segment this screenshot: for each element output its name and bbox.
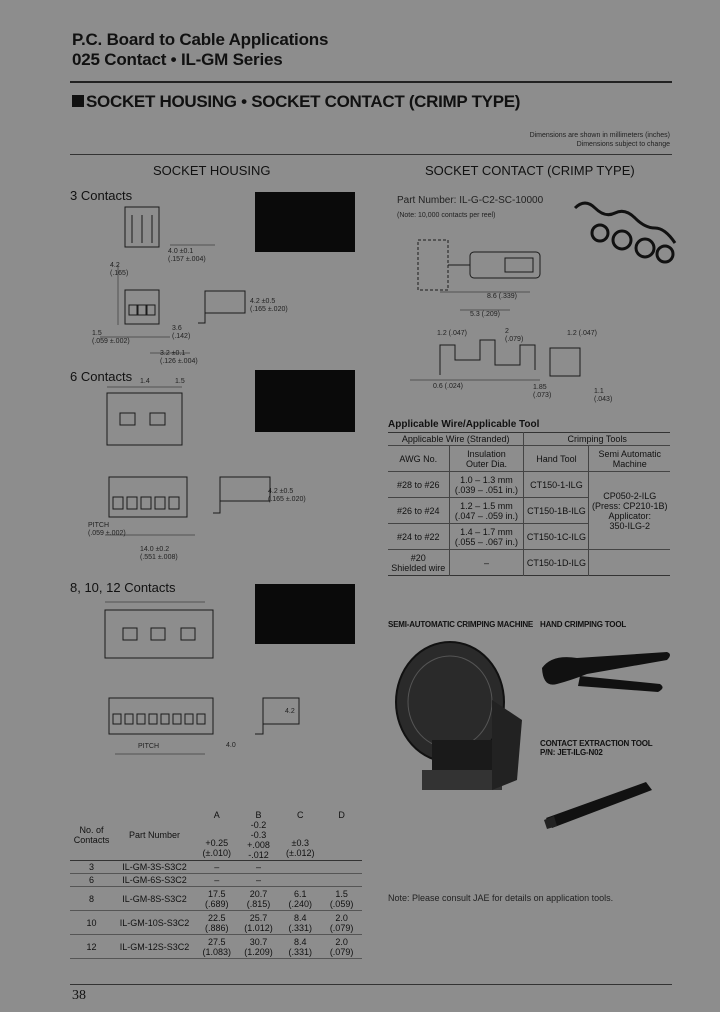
head-wire: Applicable Wire (Stranded) — [388, 432, 525, 446]
eight-twelve-contacts-label: 8, 10, 12 Contacts — [70, 580, 176, 595]
dim-3-pitch: 1.5(.059 ±.002) — [92, 330, 130, 345]
contact-part-number: Part Number: IL-G-C2-SC-10000 — [397, 195, 544, 206]
socket-housing-heading: SOCKET HOUSING — [153, 163, 271, 178]
col-awg: AWG No. — [388, 445, 450, 472]
col-part-number: Part Number — [128, 830, 181, 840]
dim-6-pitch: PITCH(.059 ±.002) — [88, 522, 126, 537]
table-row: #24 to #22 1.4 – 1.7 mm(.055 – .067 in.)… — [388, 523, 670, 550]
page-number: 38 — [72, 988, 86, 1003]
dim-6-c: 4.2 ±0.5(.165 ±.020) — [268, 488, 306, 503]
dim-3-e: 3.2 ±0.1(.126 ±.004) — [160, 350, 198, 365]
square-bullet-icon — [72, 95, 84, 107]
part-number-table: No. of Contacts Part Number A +0.25 (±.0… — [70, 810, 362, 959]
header-line-2: 025 Contact • IL-GM Series — [72, 50, 283, 69]
dim-3-b: 4.2(.165) — [110, 262, 129, 277]
footer-rule — [70, 984, 672, 985]
extraction-tool-image — [542, 778, 657, 833]
col-c: C ±0.3 (±.012) — [286, 810, 315, 858]
table-row: #28 to #26 1.0 – 1.3 mm(.039 – .051 in.)… — [388, 471, 670, 531]
hand-crimping-tool-image — [540, 648, 675, 698]
header-rule — [70, 81, 672, 83]
head-tools: Crimping Tools — [567, 434, 627, 444]
wire-tool-title: Applicable Wire/Applicable Tool — [388, 419, 540, 430]
hand-tool-caption: HAND CRIMPING TOOL — [540, 620, 627, 629]
col-hand-tool: Hand Tool — [523, 445, 590, 472]
housing-8-photo — [255, 584, 355, 644]
application-note: Note: Please consult JAE for details on … — [388, 893, 614, 903]
contact-dim-e: 1.2 (.047) — [437, 330, 467, 337]
col-contacts: No. of Contacts — [73, 825, 110, 845]
contact-dim-f: 0.6 (.024) — [433, 383, 463, 390]
dim-3-a: 4.0 ±0.1(.157 ±.004) — [168, 248, 206, 263]
col-b: B -0.2 -0.3 +.008 -.012 — [247, 810, 270, 860]
dimension-note: Dimensions are shown in millimeters (inc… — [529, 132, 670, 148]
dim-6-d: 14.0 ±0.2(.551 ±.008) — [140, 546, 178, 561]
dim-3-d: 3.6(.142) — [172, 325, 191, 340]
subsection-rule — [70, 154, 672, 155]
col-d: D — [338, 810, 345, 820]
table-row: #26 to #24 1.2 – 1.5 mm(.047 – .059 in.)… — [388, 497, 670, 524]
six-contacts-label: 6 Contacts — [70, 369, 133, 384]
section-title: SOCKET HOUSING • SOCKET CONTACT (CRIMP T… — [72, 92, 520, 112]
three-contacts-label: 3 Contacts — [70, 188, 133, 203]
dim-8-b: 4.2 — [285, 708, 295, 715]
crimping-machine-image — [392, 640, 532, 815]
contact-dim-h: 1.1(.043) — [594, 388, 613, 403]
semi-auto-caption: SEMI-AUTOMATIC CRIMPING MACHINE — [388, 620, 534, 629]
housing-6-drawing — [95, 385, 315, 555]
dim-6-b: 1.5 — [175, 378, 185, 385]
housing-3-drawing — [80, 205, 280, 370]
housing-3-photo — [255, 192, 355, 252]
dim-6-a: 1.4 — [140, 378, 150, 385]
housing-8-drawing — [95, 598, 325, 768]
contact-dim-d: 1.2 (.047) — [567, 330, 597, 337]
semi-auto-tool: CP050-2-ILG (Press: CP210-1B) Applicator… — [591, 490, 668, 531]
contact-dim-a: 8.6 (.339) — [487, 293, 517, 300]
col-a: A +0.25 (±.010) — [202, 810, 231, 858]
housing-6-photo — [255, 370, 355, 432]
contact-drawing — [410, 230, 610, 405]
contact-dim-b: 5.3 (.209) — [470, 311, 500, 318]
contact-reel-photo — [570, 188, 680, 268]
header-line-1: P.C. Board to Cable Applications — [72, 30, 329, 49]
wire-tool-table: Applicable Wire (Stranded) Crimping Tool… — [388, 432, 670, 576]
extraction-tool-caption: CONTACT EXTRACTION TOOL P/N: JET-ILG-N02 — [540, 739, 653, 757]
contact-dim-g: 1.85(.073) — [533, 384, 552, 399]
dim-8-pitch: PITCH — [138, 743, 159, 750]
contact-part-note: (Note: 10,000 contacts per reel) — [397, 212, 496, 219]
socket-contact-heading: SOCKET CONTACT (CRIMP TYPE) — [425, 163, 635, 178]
dim-3-c: 4.2 ±0.5(.165 ±.020) — [250, 298, 288, 313]
dim-8-a: 4.0 — [226, 742, 236, 749]
contact-dim-c: 2(.079) — [505, 328, 524, 343]
